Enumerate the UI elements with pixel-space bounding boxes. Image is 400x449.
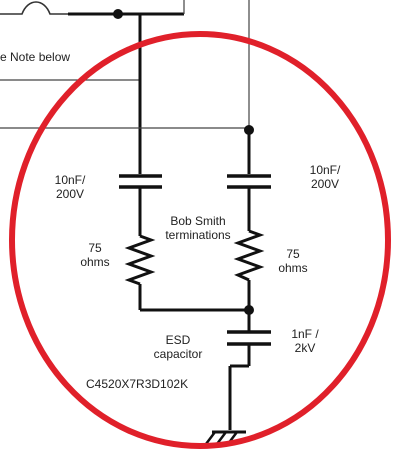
cap-left-label: 10nF/ 200V [44,173,96,201]
res-left-zigzag [124,234,156,286]
res-left-label: 75 ohms [70,241,120,269]
esd-cap-label: 1nF / 2kV [279,327,331,355]
top-junction-dot [113,9,123,19]
highlight-ellipse [9,31,391,449]
res-left-unit: ohms [80,255,110,269]
esd-title-line2: capacitor [153,347,203,361]
res-left-value: 75 [88,241,102,255]
cap-left-value: 10nF/ [54,173,86,187]
cap-right-label: 10nF/ 200V [297,163,353,191]
res-right-unit: ohms [278,261,308,275]
cap-left-voltage: 200V [55,187,85,201]
ground-icon [205,430,246,445]
note-label: e Note below [0,50,71,64]
part-number-label: C4520X7R3D102K [86,377,189,391]
cap-right-value: 10nF/ [309,163,341,177]
esd-cap-value: 1nF / [291,327,319,341]
esd-title-line1: ESD [165,333,191,347]
esd-cap-voltage: 2kV [294,341,316,355]
cap-right-voltage: 200V [310,177,340,191]
esd-label: ESD capacitor [143,333,213,361]
res-right-zigzag [233,229,265,282]
res-right-value: 75 [286,247,300,261]
res-right-label: 75 ohms [268,247,318,275]
fuse-symbol-icon [0,1,68,15]
termination-title-line1: Bob Smith [170,214,226,228]
termination-title-line2: terminations [165,228,231,242]
termination-label: Bob Smith terminations [150,214,246,242]
